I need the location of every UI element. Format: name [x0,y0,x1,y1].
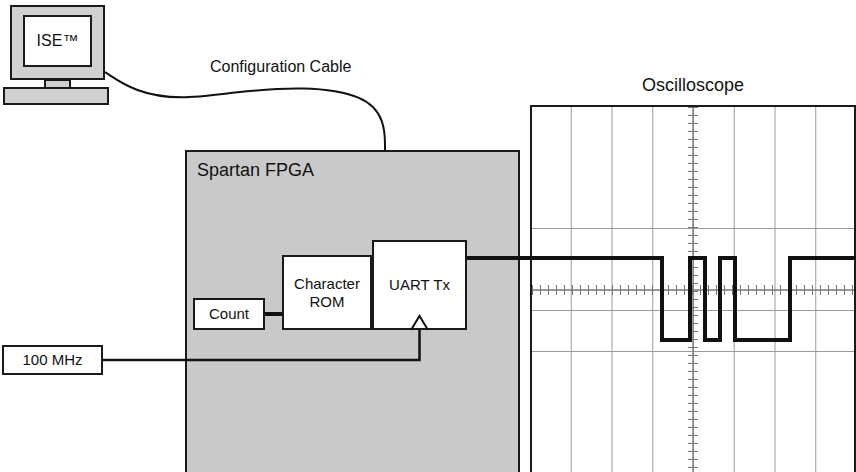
block-name: Character ROM [284,275,370,311]
logic-block: Count [193,298,265,330]
computer-base [4,88,108,104]
clock-wire [103,330,420,360]
scope-axis [532,289,854,290]
instrument-name: Oscilloscope [532,75,854,97]
logic-block: Character ROM [282,255,372,330]
block-name: Count [209,305,249,323]
scope-grid [532,107,854,472]
software-name: ISE™ [23,15,92,67]
fpga-chip: Spartan FPGA Count Character ROM UART Tx [185,150,520,472]
clock-source: 100 MHz [2,345,103,375]
computer-monitor: ISE™ [10,5,105,80]
clock-triangle [411,316,428,330]
waveform [530,258,856,340]
clock-name: 100 MHz [22,351,82,369]
scope-ticks [532,285,854,295]
monitor-neck [45,80,70,88]
chip-name: Spartan FPGA [197,160,314,182]
configuration-cable [105,72,385,150]
block-name: UART Tx [389,276,450,294]
serial-output [467,256,530,260]
edge-label: Configuration Cable [208,58,353,76]
data-bus [265,312,282,316]
